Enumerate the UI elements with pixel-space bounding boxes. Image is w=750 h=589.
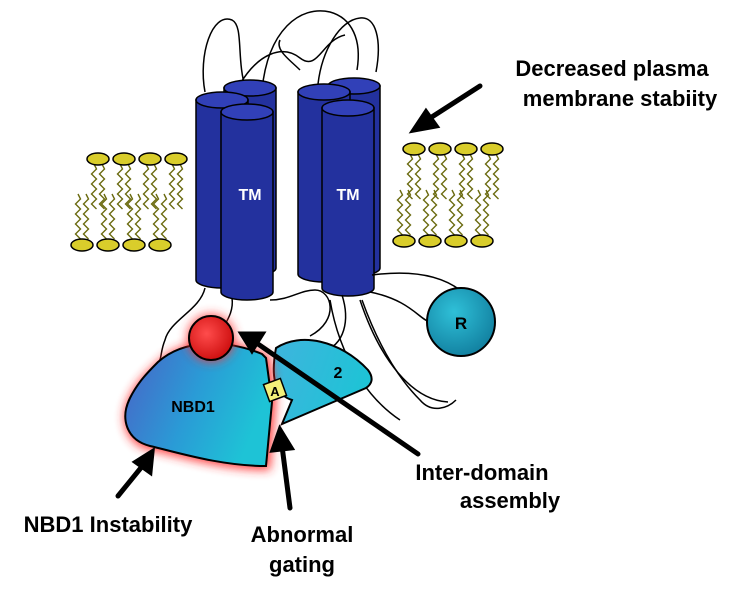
lipid-tail [396,189,404,236]
nbd1-instability-label: NBD1 Instability [24,512,193,537]
lipid-head [480,142,504,156]
lipid-tail [168,163,176,210]
r-domain-label: R [455,314,467,333]
lipid-tail [116,163,124,210]
lipid-tail [458,153,466,200]
lipid-tail [432,153,440,200]
lipid-tail [482,189,490,236]
lipid-head [402,142,426,156]
lipid-tail [484,153,492,200]
lipid-bilayer-left [70,152,188,252]
lipid-head [470,234,494,248]
tm-right-label: TM [336,187,359,204]
lipid-tail [152,193,160,240]
lipid-tail [124,163,132,210]
gating-label-line2: gating [269,552,335,577]
nbd2-label: 2 [334,365,343,382]
lipid-tail [74,193,82,240]
lipid-head [428,142,452,156]
interdomain-label-line1: Inter-domain [415,460,548,485]
lipid-tail [100,193,108,240]
lipid-tail [90,163,98,210]
lipid-tail [98,163,106,210]
lipid-head [164,152,188,166]
mutation-site [187,314,235,362]
nbd1-label: NBD1 [171,399,215,416]
tm-bundle-left: TM [195,79,277,301]
lipid-head [86,152,110,166]
lipid-tail [466,153,474,200]
lipid-tail [134,193,142,240]
stability-label-line2: membrane stabiity [523,86,718,111]
lipid-tail [406,153,414,200]
lipid-head [454,142,478,156]
lipid-tail [430,189,438,236]
lipid-bilayer-right [392,142,504,248]
lipid-tail [150,163,158,210]
lipid-tail [456,189,464,236]
lipid-head [444,234,468,248]
lipid-tail [108,193,116,240]
lipid-tail [142,163,150,210]
lipid-tail [448,189,456,236]
tm-bundle-right: TM [297,77,381,297]
lipid-head [138,152,162,166]
lipid-head [96,238,120,252]
gating-label-line1: Abnormal [251,522,354,547]
lipid-tail [160,193,168,240]
extracellular-loops [202,10,379,93]
lipid-tail [440,153,448,200]
lipid-tail [176,163,184,210]
stability-label-line1: Decreased plasma [515,56,709,81]
lipid-tail [126,193,134,240]
lipid-tail [422,189,430,236]
lipid-head [70,238,94,252]
atp-marker: A [262,377,288,403]
lipid-head [392,234,416,248]
r-domain: R [426,287,496,357]
lipid-tail [82,193,90,240]
lipid-head [418,234,442,248]
lipid-head [122,238,146,252]
annotation-arrows [115,83,483,511]
a-marker-label: A [270,384,280,399]
tm-left-label: TM [238,187,261,204]
lipid-tail [404,189,412,236]
lipid-tail [474,189,482,236]
lipid-tail [492,153,500,200]
lipid-head [112,152,136,166]
interdomain-label-line2: assembly [460,488,561,513]
lipid-head [148,238,172,252]
lipid-tail [414,153,422,200]
